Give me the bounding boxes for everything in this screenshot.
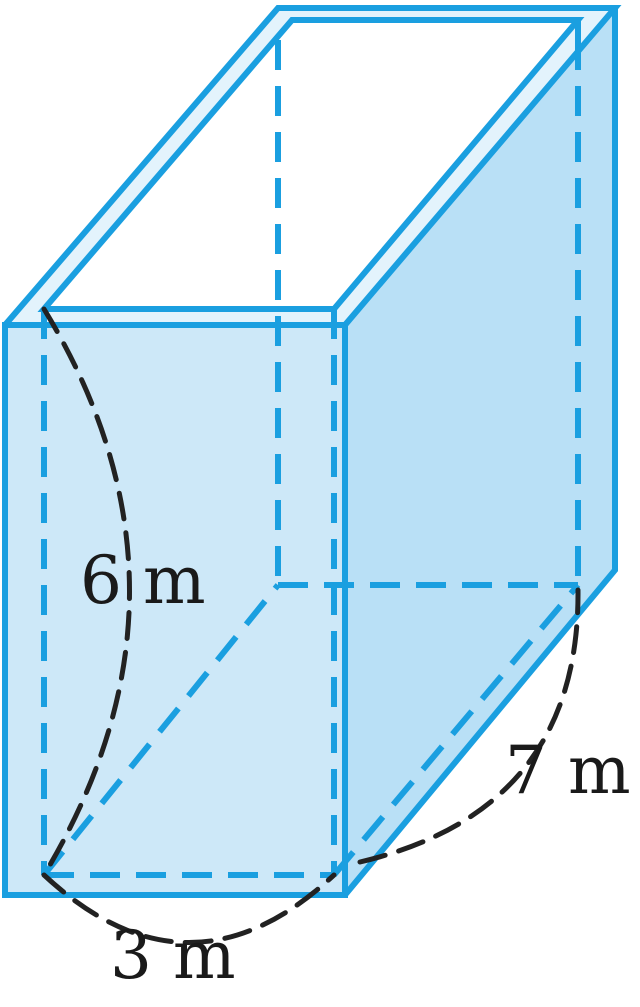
width-dimension-arc [41,872,337,945]
front-outline [2,322,348,898]
depth-dimension-arc [357,587,581,865]
width-label: 3 m [110,917,236,994]
side-face [345,8,615,895]
outer-top-outline [2,5,622,327]
front-face [5,325,345,895]
visible-edges [2,5,622,898]
hidden-bottom-left-diagonal [41,583,281,877]
hidden-edges [41,40,581,878]
height-label: 6 m [80,542,206,619]
depth-label: 7 m [505,732,631,809]
hidden-bottom-right-diagonal [331,583,581,877]
dimension-arcs [41,306,581,945]
side-outline [342,8,618,897]
height-dimension-arc [41,306,132,878]
